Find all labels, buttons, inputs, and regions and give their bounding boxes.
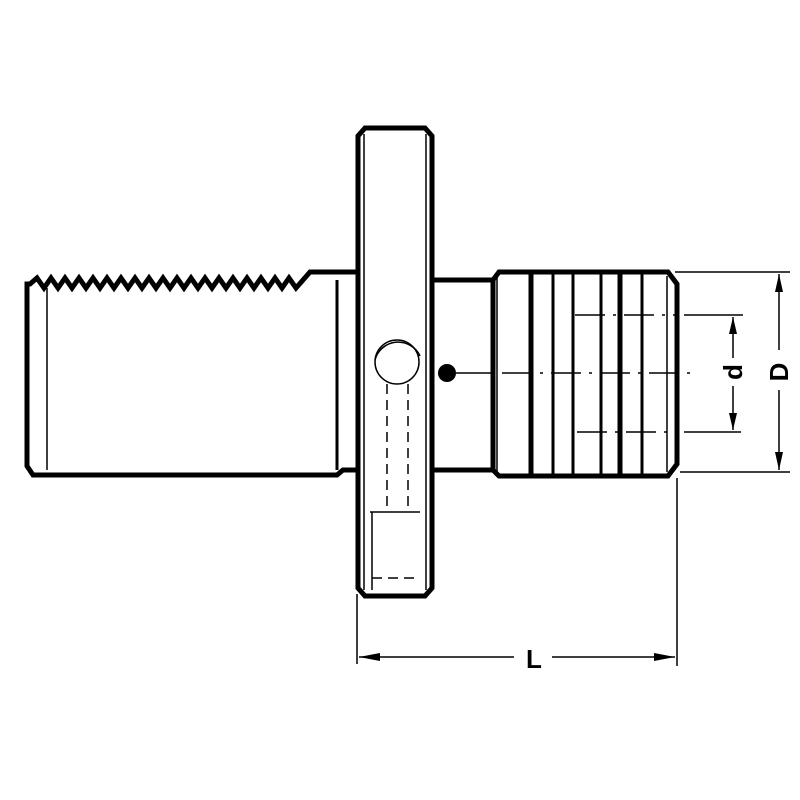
L-arrow-right-icon [654, 653, 675, 661]
collet-nut [490, 269, 690, 479]
D-arrow-bottom-icon [775, 452, 783, 470]
cross-hole-shadow [374, 341, 421, 361]
L-label: L [526, 644, 542, 674]
flange [355, 125, 435, 599]
D-arrow-top-icon [775, 274, 783, 292]
D-label: D [764, 363, 794, 382]
neck [432, 277, 493, 473]
threaded-shank [24, 269, 357, 478]
nut-outline [490, 269, 680, 479]
d-arrow-top-icon [729, 317, 737, 334]
dimension-L: L [356, 478, 678, 674]
dimension-d: d [684, 314, 748, 433]
dimension-D: D [675, 271, 794, 473]
set-screw-dot [438, 364, 456, 382]
cross-hole [374, 339, 420, 385]
flange-outline [355, 125, 435, 599]
shank-outline [24, 269, 357, 478]
d-label: d [718, 364, 748, 380]
d-arrow-bottom-icon [729, 413, 737, 430]
L-arrow-left-icon [359, 653, 380, 661]
